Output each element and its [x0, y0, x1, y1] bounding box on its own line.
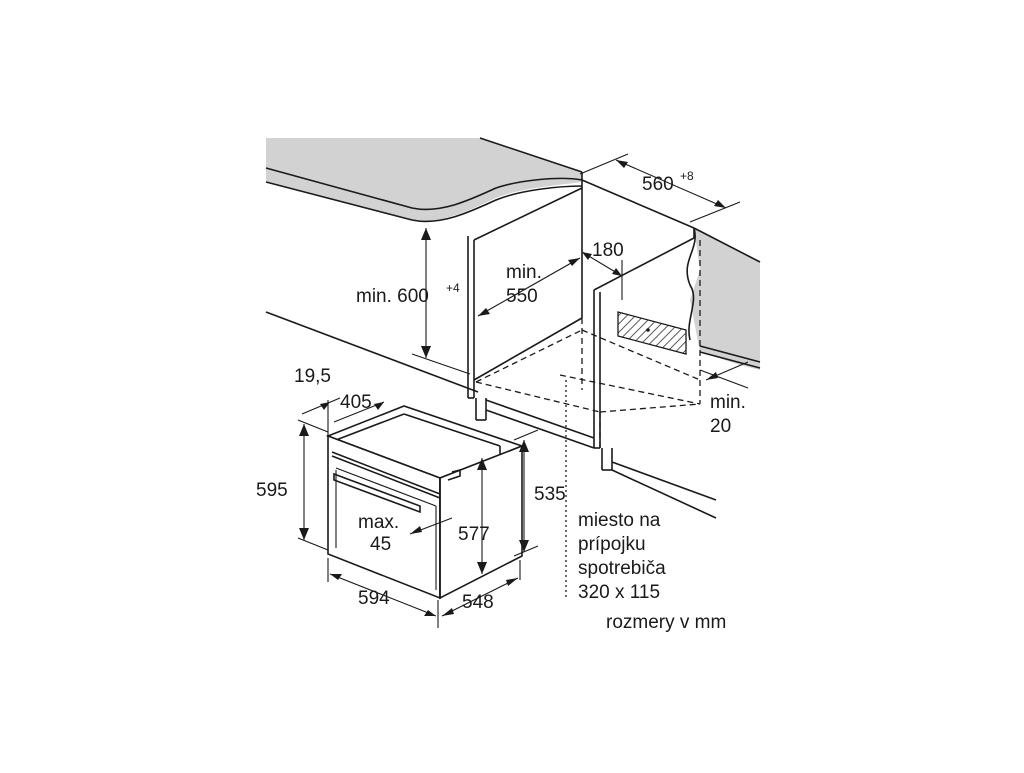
- label-units: rozmery v mm: [606, 612, 726, 633]
- label-min-20-a: min.: [710, 392, 746, 413]
- label-connection-3: spotrebiča: [578, 558, 666, 579]
- connection-area: [617, 311, 687, 355]
- niche-top-edge: [581, 179, 695, 229]
- floor-lines: [265, 311, 717, 519]
- label-405: 405: [340, 392, 372, 413]
- dim-594: [327, 558, 439, 628]
- label-595: 595: [256, 480, 288, 501]
- dim-577: [477, 458, 487, 574]
- left-countertop: [265, 137, 583, 223]
- label-180: 180: [592, 240, 624, 261]
- label-min-550-b: 550: [506, 286, 538, 307]
- dim-min-600: [411, 228, 471, 375]
- oven: [325, 405, 525, 600]
- label-max-45-b: 45: [370, 534, 391, 555]
- label-connection-2: prípojku: [578, 534, 646, 555]
- label-577: 577: [458, 524, 490, 545]
- label-594: 594: [358, 588, 390, 609]
- niche-dashed-outline: [475, 240, 701, 448]
- label-560-tol: +8: [680, 169, 694, 183]
- dim-min-550: [477, 257, 581, 317]
- dim-front-offset: [301, 397, 385, 436]
- dim-180: [581, 251, 623, 300]
- label-min-20-b: 20: [710, 416, 731, 437]
- label-560: 560: [642, 174, 674, 195]
- label-connection-4: 320 x 115: [578, 582, 660, 603]
- label-535: 535: [534, 484, 566, 505]
- label-min-550-a: min.: [506, 262, 542, 283]
- label-connection-1: miesto na: [578, 510, 661, 531]
- dim-max-45: [409, 517, 453, 535]
- label-19-5: 19,5: [294, 366, 331, 387]
- dim-548: [441, 560, 521, 617]
- right-countertop: [686, 227, 761, 370]
- dim-595: [297, 419, 329, 551]
- dim-560: [579, 153, 741, 223]
- dim-min-20: [699, 361, 749, 389]
- label-min-600: min. 600: [356, 286, 429, 307]
- dim-535: [513, 429, 539, 557]
- label-548: 548: [462, 592, 494, 613]
- label-max-45-a: max.: [358, 512, 399, 533]
- label-min-600-tol: +4: [446, 281, 460, 295]
